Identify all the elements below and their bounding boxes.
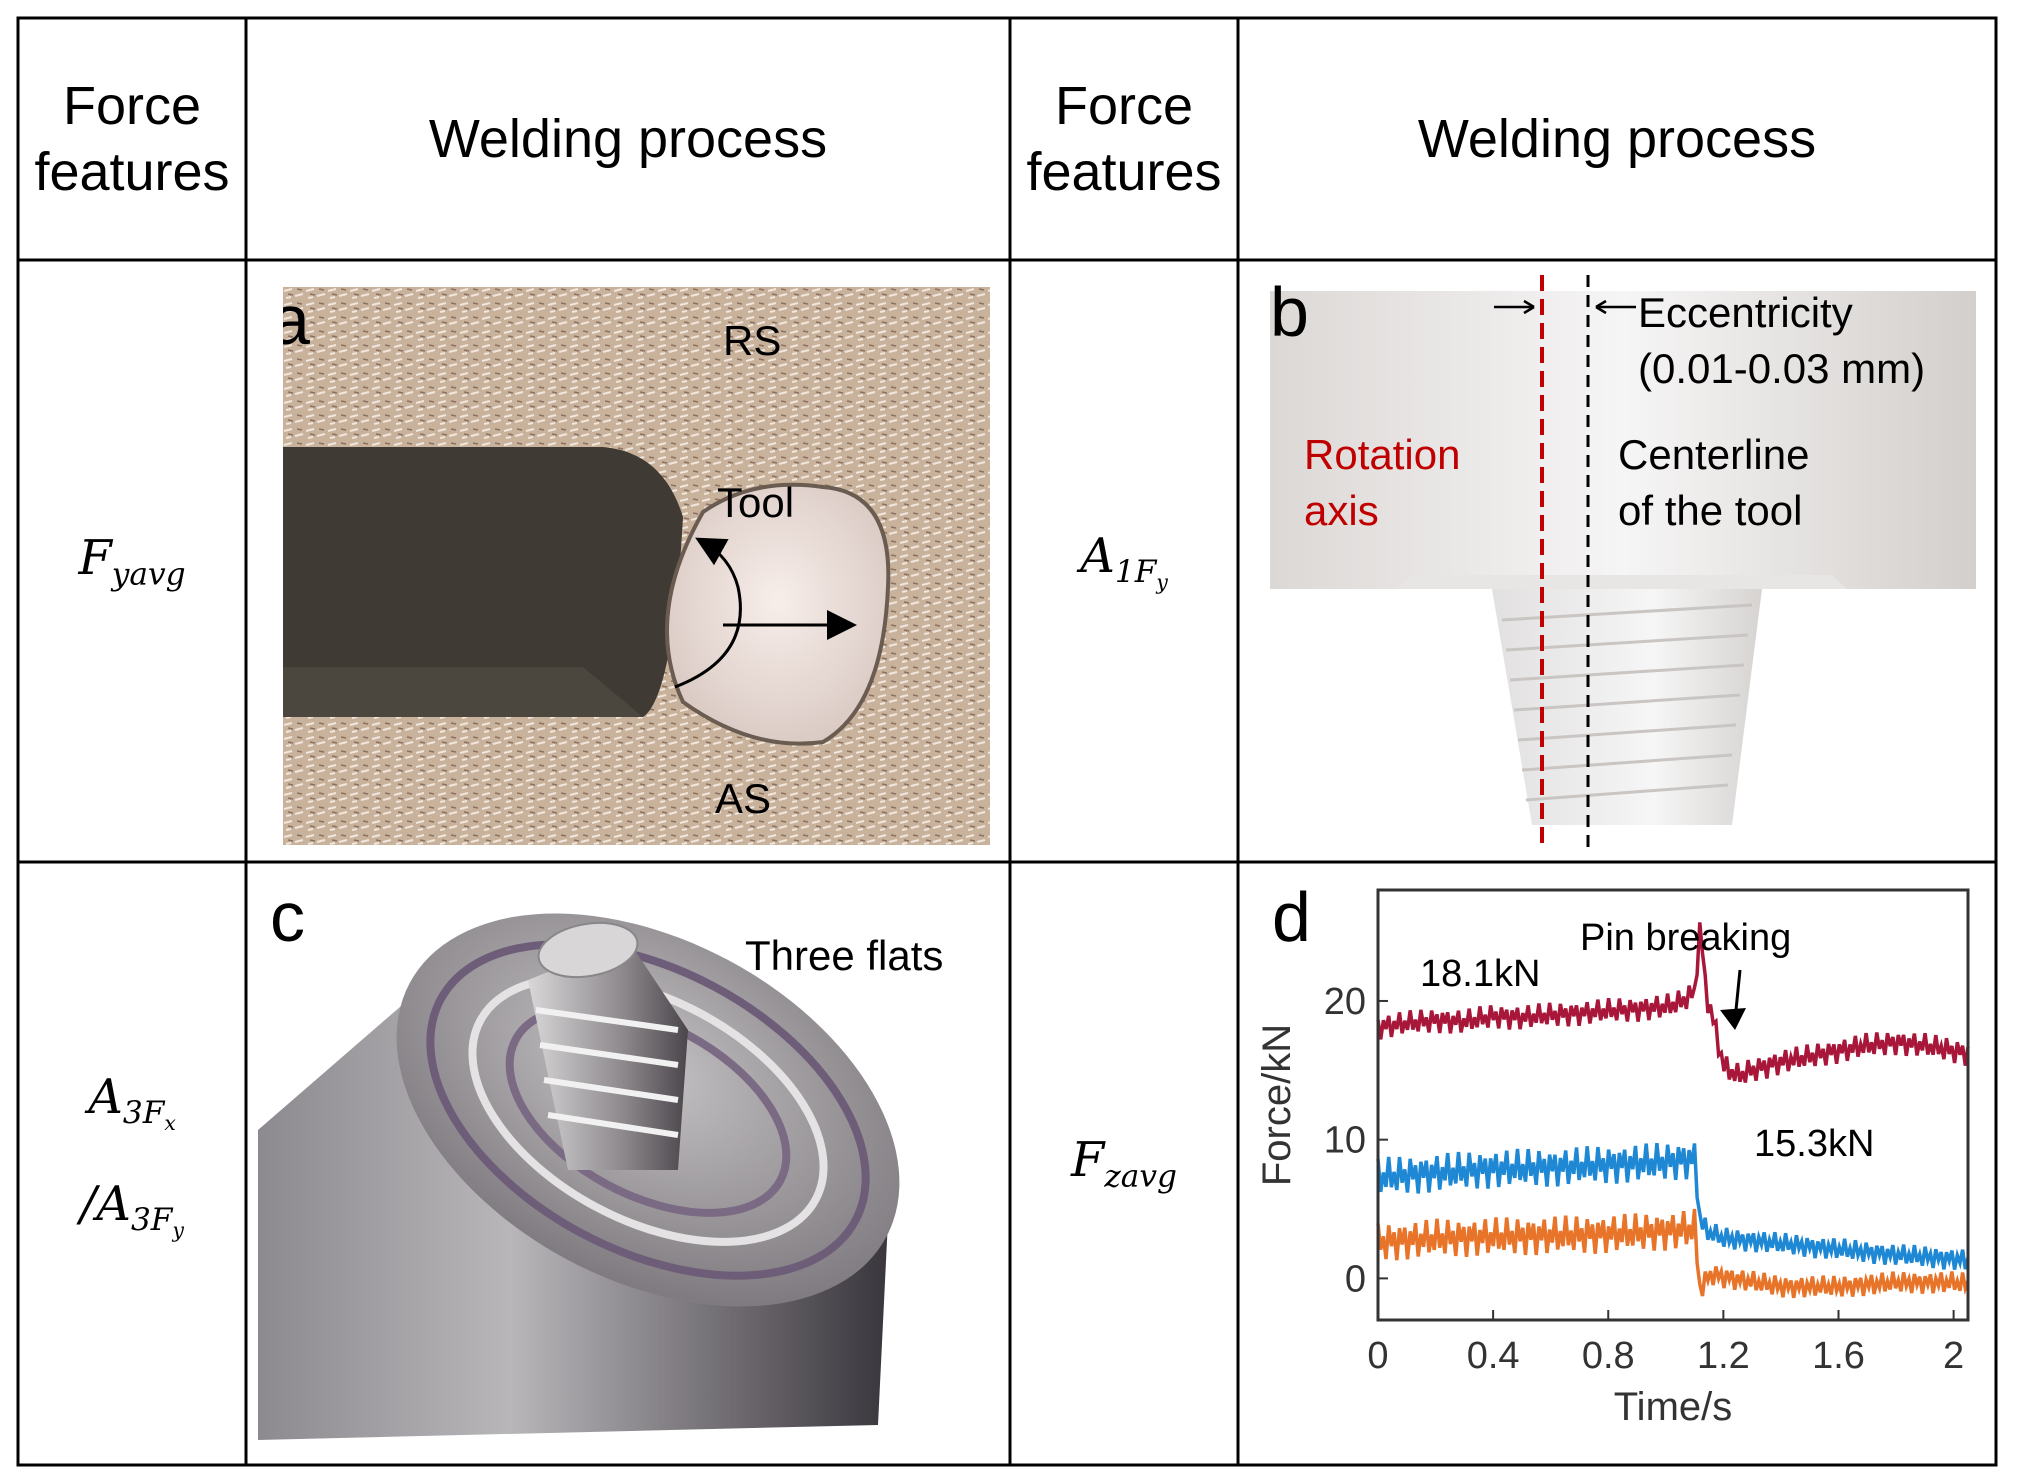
series-line-0 — [1376, 922, 1970, 1083]
annotation-18kn: 18.1kN — [1420, 953, 1541, 995]
header-text: Welding process — [428, 109, 828, 169]
x-tick-label: 0 — [1367, 1335, 1388, 1377]
header-line: Force — [62, 76, 202, 136]
header-welding-process-left: Welding process — [246, 18, 1010, 260]
y-tick-label: 0 — [1345, 1258, 1366, 1300]
y-tick-label: 10 — [1324, 1120, 1366, 1162]
panel-b-label: b — [1270, 275, 1309, 351]
tool-drawing — [1270, 275, 1976, 847]
micrograph-image — [283, 287, 990, 845]
panel-d-label: d — [1272, 878, 1311, 956]
rotation-axis-label-2: axis — [1304, 487, 1379, 534]
x-tick-label: 1.2 — [1697, 1335, 1750, 1377]
panel-c-tool-render: c Three flats — [258, 880, 1000, 1450]
header-line: features — [1026, 142, 1222, 202]
panel-a-micrograph: a RS Tool AS — [283, 287, 990, 845]
series-line-2 — [1376, 1208, 1970, 1299]
panel-c-label: c — [270, 880, 305, 956]
as-label: AS — [715, 775, 772, 822]
x-tick-label: 0.4 — [1467, 1335, 1520, 1377]
header-line: Force — [1054, 76, 1194, 136]
eccentricity-label: Eccentricity — [1638, 289, 1853, 336]
x-tick-label: 0.8 — [1582, 1335, 1635, 1377]
feature-fyavg: Fyavg — [78, 529, 186, 593]
header-welding-process-right: Welding process — [1238, 18, 1996, 260]
centerline-label-2: of the tool — [1618, 487, 1803, 534]
annotation-pin-breaking: Pin breaking — [1580, 917, 1792, 959]
panel-b-tool-schematic: b Eccentricity (0.01-0.03 mm) Rotation a… — [1262, 275, 1982, 855]
rotation-axis-label: Rotation — [1304, 431, 1461, 478]
feature-fzavg: Fzavg — [1071, 1132, 1177, 1195]
rs-label: RS — [723, 317, 782, 364]
three-flats-label: Three flats — [745, 932, 944, 979]
tool-3d-image — [258, 913, 900, 1440]
feature-a3fx-a3fy: A3Fx/A3Fy — [80, 1068, 184, 1243]
header-text: Welding process — [1417, 109, 1817, 169]
series-line-1 — [1376, 1143, 1970, 1270]
x-axis-label: Time/s — [1614, 1385, 1733, 1429]
y-tick-label: 20 — [1324, 981, 1366, 1023]
rotation-arrows — [674, 537, 857, 689]
tool-label: Tool — [717, 479, 795, 526]
feature-a1fy: A1Fy — [1080, 527, 1168, 595]
y-axis-label: Force/kN — [1255, 1024, 1299, 1186]
x-tick-label: 1.6 — [1812, 1335, 1865, 1377]
eccentricity-range: (0.01-0.03 mm) — [1638, 345, 1926, 392]
centerline-label: Centerline — [1618, 431, 1810, 478]
header-line: features — [34, 142, 230, 202]
x-tick-label: 2 — [1943, 1335, 1964, 1377]
pin-breaking-arrowhead — [1720, 1008, 1746, 1030]
plot-frame — [1376, 888, 1970, 1322]
panel-a-label: a — [283, 287, 310, 359]
annotation-15kn: 15.3kN — [1754, 1123, 1875, 1165]
